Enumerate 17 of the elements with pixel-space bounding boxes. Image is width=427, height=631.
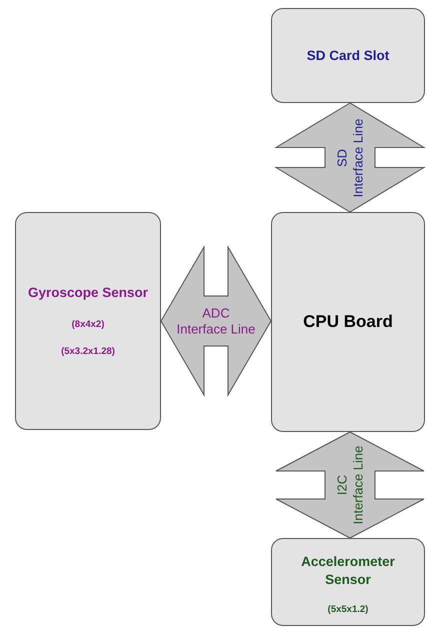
part-size: (5x3.2x1.28): [61, 346, 115, 358]
edge-label: SD Interface Line: [334, 117, 366, 199]
block-box: [271, 8, 425, 103]
block-title: SD Card Slot: [306, 46, 390, 64]
part-size: (8x4x2): [72, 319, 104, 332]
block-box: [15, 212, 161, 430]
block-title: Gyroscope Sensor: [28, 284, 148, 302]
edge-label: ADC Interface Line: [176, 305, 256, 337]
block-title: CPU Board: [303, 310, 393, 333]
block-box: [271, 212, 425, 432]
edge-label: I2C Interface Line: [334, 444, 366, 526]
double-arrow: [160, 245, 272, 397]
block-box: [271, 538, 425, 626]
double-arrow: [276, 431, 424, 539]
part-size: (5x5x1.2): [328, 604, 368, 616]
double-arrow: [274, 102, 426, 213]
block-title: Accelerometer Sensor: [300, 553, 396, 588]
